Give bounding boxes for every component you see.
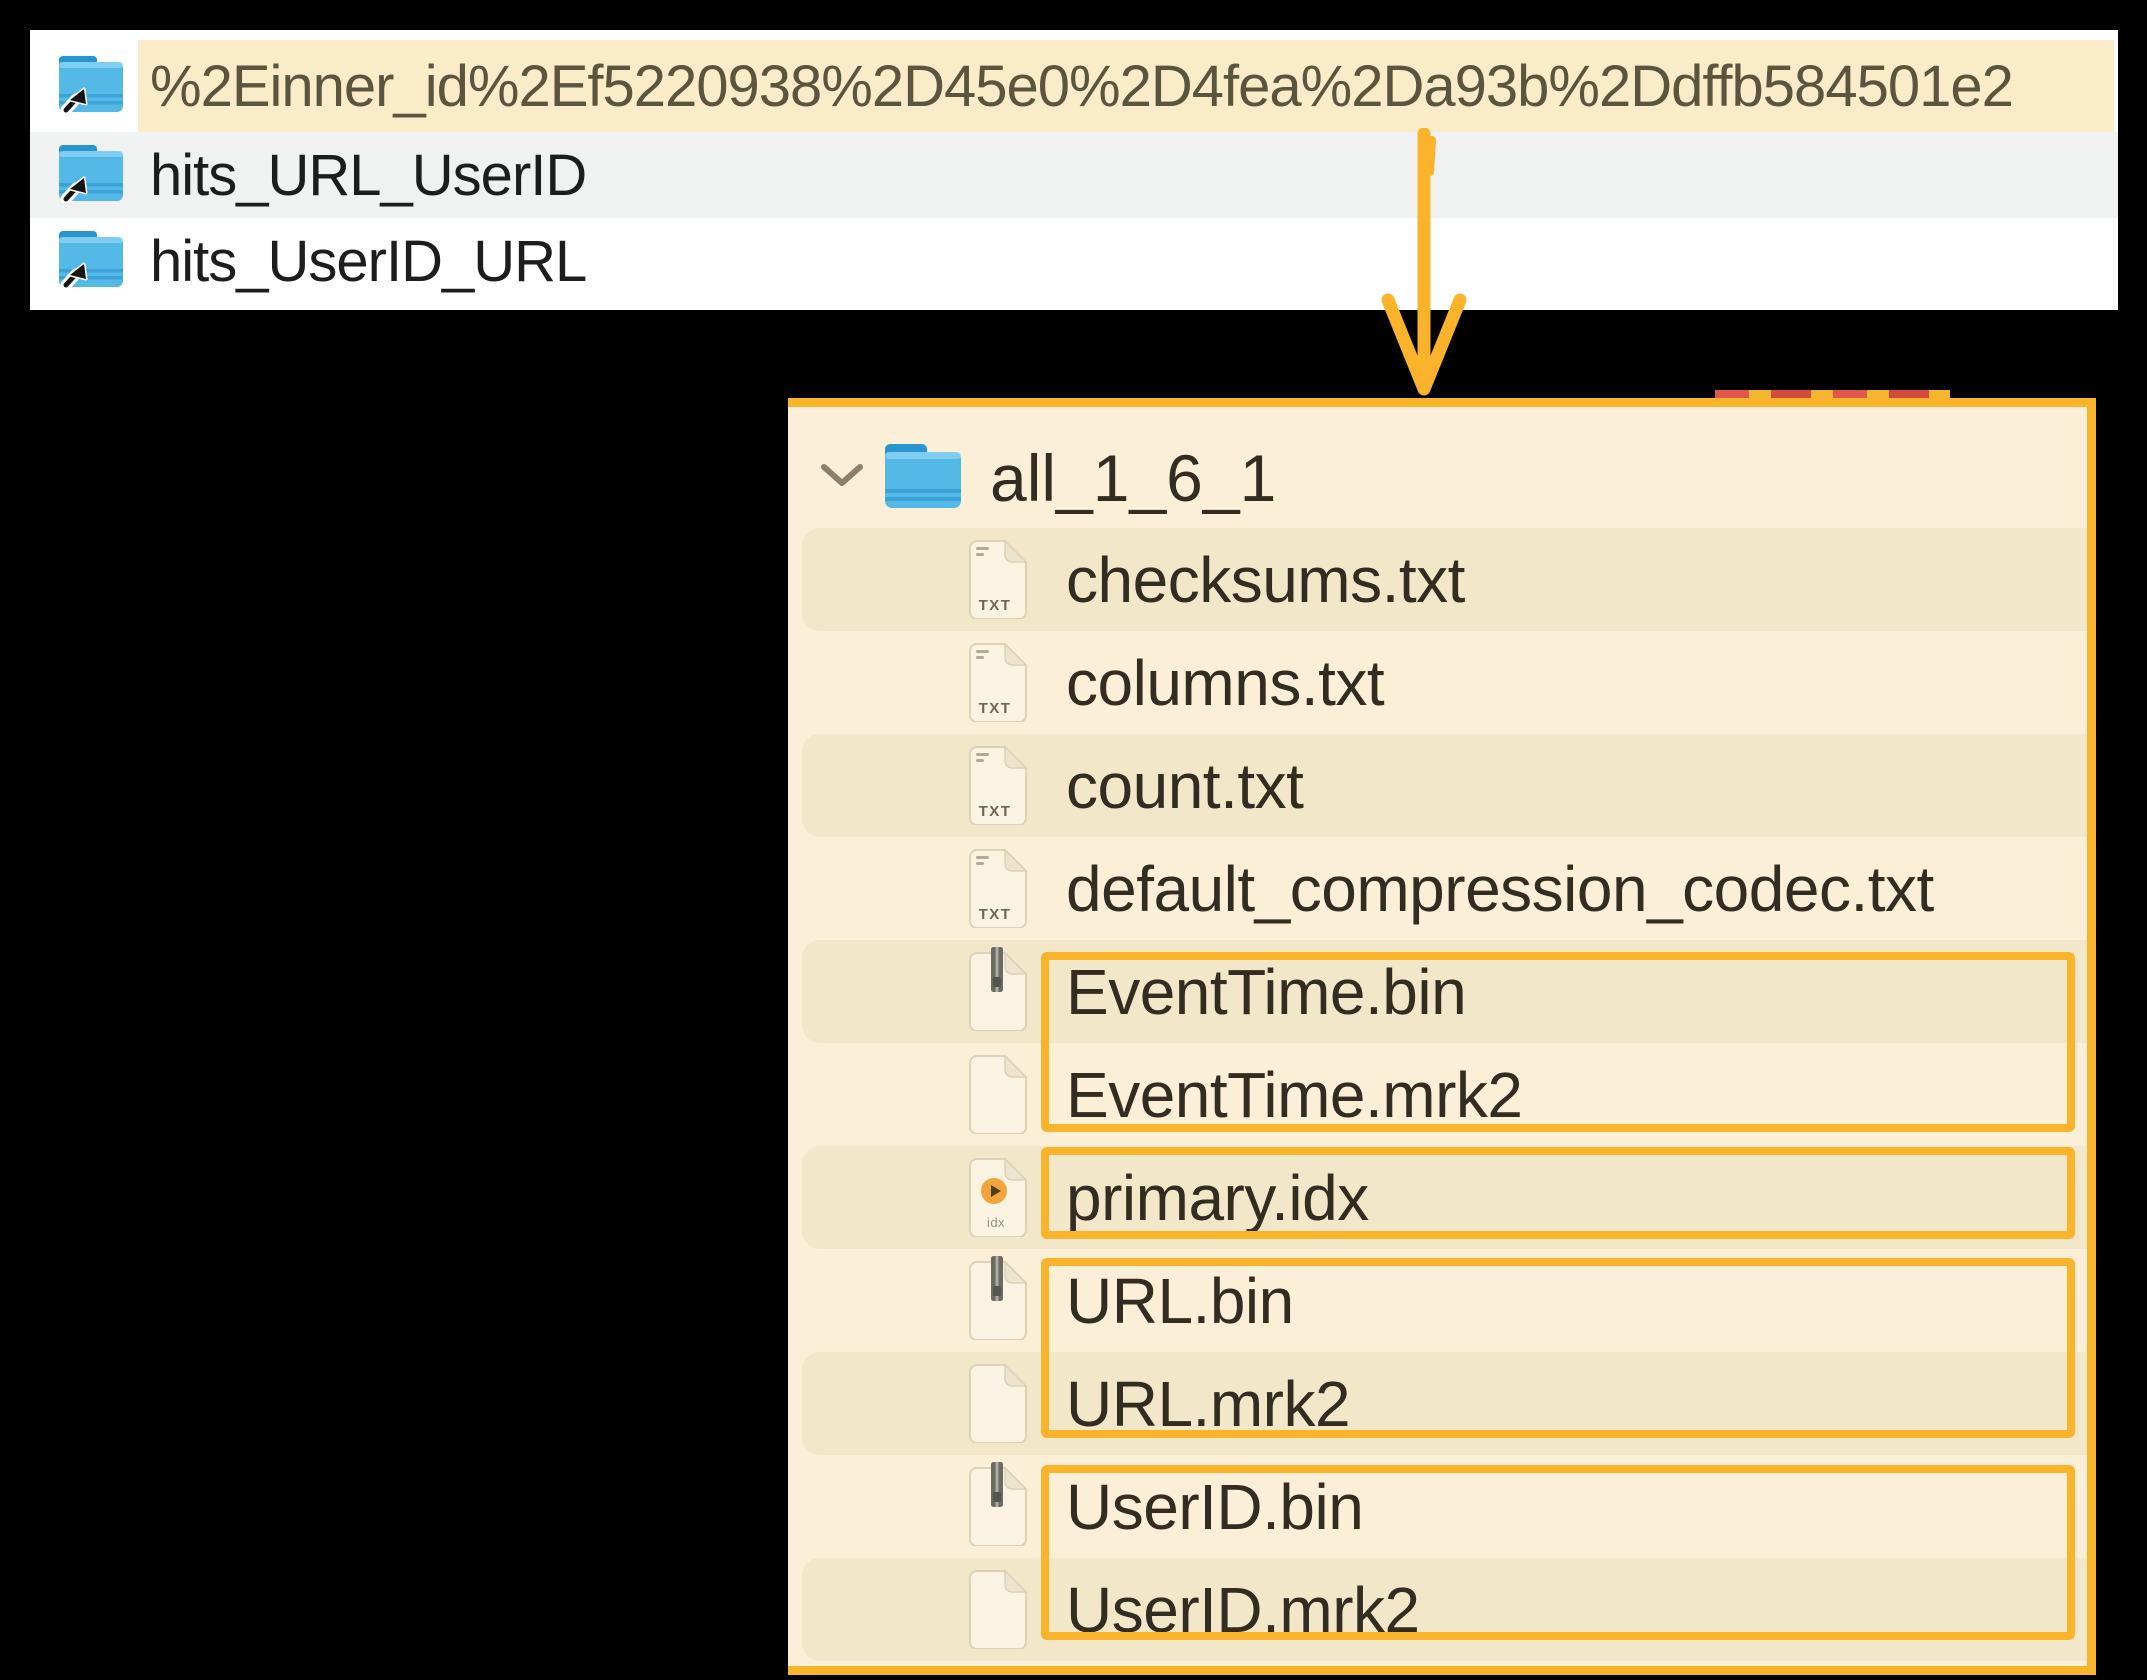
txt-file-icon: TXT <box>968 741 1028 830</box>
tree-row-root-folder[interactable]: all_1_6_1 <box>788 428 2087 528</box>
tree-row-checksums[interactable]: TXT checksums.txt <box>788 528 2087 631</box>
chevron-down-icon[interactable] <box>820 463 864 494</box>
tree-row-userid-bin[interactable]: UserID.bin <box>788 1455 2087 1558</box>
folder-row-hits-userid-url[interactable]: hits_UserID_URL <box>30 218 2118 304</box>
file-name: count.txt <box>1066 749 1304 822</box>
tree-row-default-compression-codec[interactable]: TXT default_compression_codec.txt <box>788 837 2087 940</box>
tree-row-columns[interactable]: TXT columns.txt <box>788 631 2087 734</box>
bin-file-icon <box>968 1256 1028 1345</box>
folder-alias-icon <box>58 143 124 208</box>
file-name: checksums.txt <box>1066 543 1465 616</box>
annotation-box-primary-idx <box>1041 1147 2075 1239</box>
blank-file-icon <box>968 1359 1028 1448</box>
folder-alias-icon <box>58 54 124 119</box>
blank-file-icon <box>968 1565 1028 1654</box>
tree-row-count[interactable]: TXT count.txt <box>788 734 2087 837</box>
folder-name: %2Einner_id%2Ef5220938%2D45e0%2D4fea%2Da… <box>150 53 2014 119</box>
txt-file-icon: TXT <box>968 844 1028 933</box>
file-name: URL.mrk2 <box>1066 1367 1351 1440</box>
annotation-box-userid <box>1041 1465 2075 1640</box>
folder-icon <box>885 442 961 515</box>
tree-row-url-bin[interactable]: URL.bin <box>788 1249 2087 1352</box>
bin-file-icon <box>968 1462 1028 1551</box>
file-name: default_compression_codec.txt <box>1066 852 1934 925</box>
bin-file-icon <box>968 947 1028 1036</box>
folder-row-hits-url-userid[interactable]: hits_URL_UserID <box>30 132 2118 218</box>
finder-list-panel: %2Einner_id%2Ef5220938%2D45e0%2D4fea%2Da… <box>30 30 2118 310</box>
part-directory-panel: all_1_6_1 TXT checksums.txt <box>788 398 2096 1675</box>
file-name: EventTime.bin <box>1066 955 1467 1028</box>
annotation-box-eventtime <box>1041 952 2075 1132</box>
tree-row-eventtime-mrk2[interactable]: EventTime.mrk2 <box>788 1043 2087 1146</box>
svg-text:idx: idx <box>987 1215 1005 1230</box>
border-artifact-dashes <box>1715 390 1950 399</box>
blank-file-icon <box>968 1050 1028 1139</box>
row-highlight <box>138 40 2114 132</box>
folder-name: hits_URL_UserID <box>150 142 587 208</box>
folder-name: hits_UserID_URL <box>150 228 587 294</box>
root-folder-name: all_1_6_1 <box>990 441 1277 515</box>
file-name: EventTime.mrk2 <box>1066 1058 1523 1131</box>
annotation-box-url <box>1041 1258 2075 1438</box>
svg-text:TXT: TXT <box>979 906 1012 923</box>
svg-text:TXT: TXT <box>979 597 1012 614</box>
txt-file-icon: TXT <box>968 638 1028 727</box>
folder-alias-icon <box>58 229 124 294</box>
down-arrow-icon <box>1381 128 1467 396</box>
file-name: UserID.bin <box>1066 1470 1364 1543</box>
svg-text:TXT: TXT <box>979 803 1012 820</box>
idx-file-icon: idx <box>968 1153 1028 1242</box>
svg-text:TXT: TXT <box>979 700 1012 717</box>
file-name: primary.idx <box>1066 1161 1369 1234</box>
file-name: URL.bin <box>1066 1264 1294 1337</box>
txt-file-icon: TXT <box>968 535 1028 624</box>
file-name: columns.txt <box>1066 646 1385 719</box>
folder-row-inner-id[interactable]: %2Einner_id%2Ef5220938%2D45e0%2D4fea%2Da… <box>30 40 2118 132</box>
